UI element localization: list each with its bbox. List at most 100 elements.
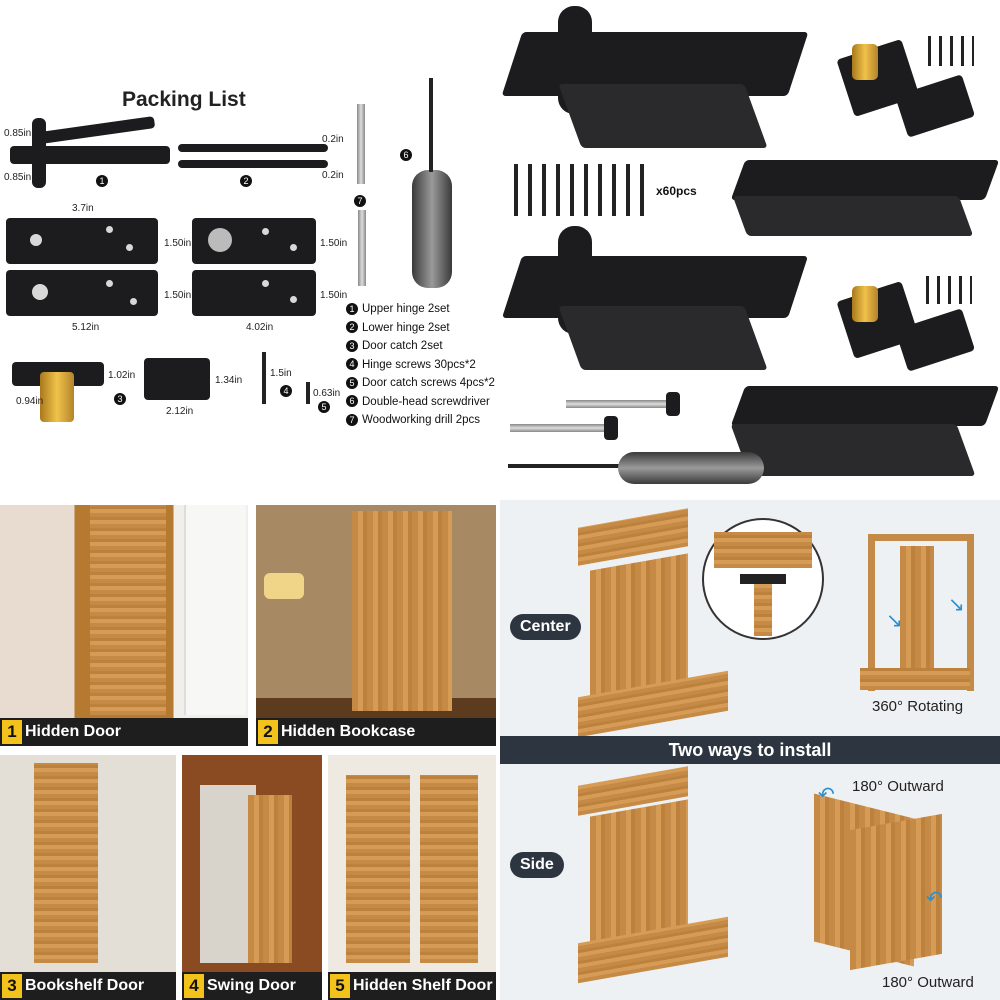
shelf-door-photo-left xyxy=(346,775,410,963)
marker-6: 6 xyxy=(400,146,416,165)
marker-1: 1 xyxy=(96,172,112,191)
use-case-swing-door: 4 Swing Door xyxy=(182,755,322,1000)
caption-hidden-bookcase: 2 Hidden Bookcase xyxy=(256,718,496,746)
marker-4: 4 xyxy=(280,382,296,401)
dim-height-d: 1.50in xyxy=(320,290,348,301)
caption-label: Hidden Door xyxy=(25,723,121,740)
plate-image-bottom-lower xyxy=(730,424,976,476)
zoom-circle xyxy=(702,518,824,640)
lower-hinge-top-image xyxy=(6,270,158,316)
hinge-lower-plate-bottom xyxy=(558,306,768,370)
screwdriver-photo xyxy=(618,452,764,484)
caption-label: Hidden Bookcase xyxy=(281,723,416,740)
plate-image-lower-right xyxy=(732,196,974,236)
outward-top-label: 180° Outward xyxy=(852,778,944,795)
screwdriver-shaft-image xyxy=(429,78,433,172)
door-photo xyxy=(184,505,246,715)
caption-number: 3 xyxy=(2,974,22,998)
center-label: Center xyxy=(510,614,581,640)
lamp-photo xyxy=(264,573,304,599)
dim-upper-thk: 0.85in xyxy=(4,128,32,139)
upper-hinge-side-image xyxy=(10,146,170,164)
caption-number: 4 xyxy=(184,974,204,998)
hinge-pin-image xyxy=(32,118,46,188)
packing-list-panel: Packing List 0.85in 0.85in 0.2in 0.2in 3… xyxy=(0,0,500,500)
drill-bit-image xyxy=(357,104,365,184)
dim-catch-w: 0.94in xyxy=(16,396,44,407)
frame-rotating xyxy=(868,534,974,691)
lower-plate-top-image xyxy=(192,270,316,316)
dim-length-right-bottom: 4.02in xyxy=(246,322,274,333)
marker-7: 7 xyxy=(354,192,370,211)
shelf-door-photo-right xyxy=(420,775,478,963)
dim-screw-big: 1.5in xyxy=(270,368,292,379)
catch-barrel-bottom xyxy=(852,286,878,322)
catch-screw-image xyxy=(306,382,310,404)
outward-arrow-bottom-icon: ↶ xyxy=(926,888,943,910)
doorway-photo xyxy=(200,785,256,963)
hinge-arm-image xyxy=(39,116,156,144)
lower-hinge-side-image xyxy=(178,144,328,152)
dim-plate-h: 1.34in xyxy=(215,375,243,386)
drill-head-photo-2 xyxy=(604,416,618,440)
dim-length-left-bottom: 5.12in xyxy=(72,322,100,333)
dim-height-a: 1.50in xyxy=(164,238,192,249)
screws-small-bottom xyxy=(926,276,972,304)
caption-label: Hidden Shelf Door xyxy=(353,977,493,994)
bookcase-photo xyxy=(352,511,452,711)
upper-hinge-top-image xyxy=(6,218,158,264)
screwdriver-image xyxy=(412,170,452,288)
caption-label: Bookshelf Door xyxy=(25,977,145,994)
caption-hidden-door: 1 Hidden Door xyxy=(0,718,248,746)
product-photo-panel: x60pcs xyxy=(500,0,1000,500)
marker-2: 2 xyxy=(240,172,256,191)
rotate-arrow-right-icon: ↘ xyxy=(948,594,965,616)
upper-plate-top-image xyxy=(192,218,316,264)
bookshelf-door-photo xyxy=(34,763,98,963)
hinge-lower-plate-top xyxy=(558,84,768,148)
plate-image-top-right xyxy=(730,160,1000,200)
dim-catch-h: 1.02in xyxy=(108,370,136,381)
use-case-hidden-door: 1 Hidden Door xyxy=(0,505,248,746)
dim-length-left-top: 3.7in xyxy=(72,203,94,214)
dim-plate-thk-top: 0.2in xyxy=(322,134,344,145)
rotating-label: 360° Rotating xyxy=(872,698,964,715)
screws-row-image xyxy=(514,164,654,216)
caption-number: 2 xyxy=(258,720,278,744)
drill-bit-photo-2 xyxy=(510,424,610,432)
lower-hinge-side-image-2 xyxy=(178,160,328,168)
use-case-hidden-bookcase: 2 Hidden Bookcase xyxy=(256,505,496,746)
dim-plate-w: 2.12in xyxy=(166,406,194,417)
drill-bit-photo-1 xyxy=(566,400,676,408)
hinge-screw-image xyxy=(262,352,266,404)
use-case-hidden-shelf-door: 5 Hidden Shelf Door xyxy=(328,755,496,1000)
screw-count-label: x60pcs xyxy=(656,184,697,198)
dim-lower-thk: 0.85in xyxy=(4,172,32,183)
swing-door-photo xyxy=(248,795,292,963)
drill-head-photo-1 xyxy=(666,392,680,416)
caption-number: 5 xyxy=(330,974,350,998)
install-banner: Two ways to install xyxy=(500,736,1000,764)
screwdriver-shaft-photo xyxy=(508,464,624,468)
screws-small-top xyxy=(928,36,974,66)
plate-image-bottom-right xyxy=(730,386,1000,426)
marker-5: 5 xyxy=(318,398,334,417)
packing-list-title: Packing List xyxy=(122,88,246,111)
side-label: Side xyxy=(510,852,564,878)
caption-number: 1 xyxy=(2,720,22,744)
caption-hidden-shelf-door: 5 Hidden Shelf Door xyxy=(328,972,496,1000)
dim-screw-small: 0.63in xyxy=(313,388,341,399)
dim-height-c: 1.50in xyxy=(320,238,348,249)
frame-base-rotating xyxy=(860,668,970,690)
bookshelf-photo xyxy=(90,505,166,715)
use-case-bookshelf-door: 3 Bookshelf Door xyxy=(0,755,176,1000)
install-panel: Center ↘ ↘ 360° Rotating Two ways to ins… xyxy=(500,500,1000,1000)
caption-bookshelf-door: 3 Bookshelf Door xyxy=(0,972,176,1000)
door-rotating xyxy=(900,546,934,684)
